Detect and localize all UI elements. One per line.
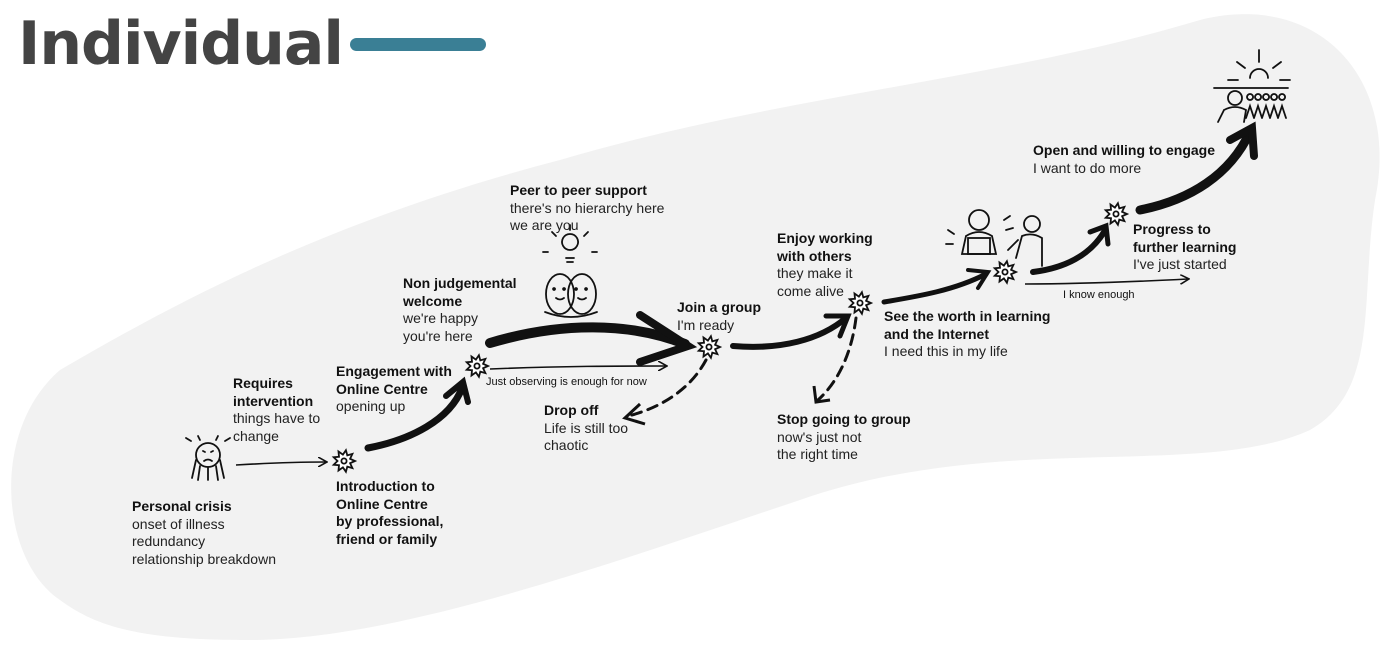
stage-line: now's just not: [777, 428, 862, 445]
stage-line: chaotic: [544, 437, 589, 453]
stage-line: come alive: [777, 282, 844, 299]
stage-enjoy-working: Enjoy working with others they make it c…: [777, 230, 873, 300]
stage-line: onset of illness: [132, 515, 225, 532]
spark-gear-icon: [847, 290, 874, 316]
stage-personal-crisis: Personal crisis onset of illness redunda…: [132, 498, 276, 568]
stage-heading: by professional,: [336, 513, 444, 529]
stage-heading: Join a group: [677, 299, 761, 315]
title-accent-bar: [350, 38, 486, 51]
stage-line: I need this in my life: [884, 343, 1008, 359]
stage-heading: Requires: [233, 375, 293, 391]
stage-heading: and the Internet: [884, 325, 990, 342]
stage-line: I'm ready: [677, 316, 735, 333]
stage-heading: Engagement with: [336, 363, 452, 379]
arrow-enjoy-to-worth: [881, 271, 989, 305]
stage-welcome: Non judgemental welcome we're happy you'…: [403, 275, 517, 345]
stage-introduction: Introduction to Online Centre by profess…: [336, 478, 443, 548]
stage-requires-intervention: Requires intervention things have to cha…: [233, 375, 320, 445]
stage-engagement: Engagement with Online Centre opening up: [336, 363, 452, 416]
stage-line: you're here: [403, 327, 473, 344]
arrow-crisis-to-intro: [235, 462, 326, 465]
spark-gear-icon: [1103, 201, 1130, 227]
stage-heading: intervention: [233, 392, 314, 409]
stage-heading: Personal crisis: [132, 498, 232, 514]
stage-progress: Progress to further learning I've just s…: [1133, 221, 1236, 274]
stage-line: I want to do more: [1033, 159, 1142, 176]
spark-gear-icon: [992, 259, 1019, 285]
stage-line: the right time: [777, 446, 858, 462]
arrow-worth-to-progress: [1030, 229, 1107, 275]
stage-drop-off: Drop off Life is still too chaotic: [544, 402, 628, 455]
stage-line: we're happy: [403, 310, 479, 326]
stage-heading: Non judgemental: [403, 275, 517, 291]
stage-line: change: [233, 427, 279, 444]
learning-people-icon: [945, 209, 1043, 267]
stage-heading: further learning: [1133, 238, 1237, 255]
stage-heading: Stop going to group: [777, 411, 911, 427]
note-just-observing: Just observing is enough for now: [486, 376, 647, 388]
arrow-stop-going: [816, 316, 858, 402]
stage-line: there's no hierarchy here: [510, 199, 665, 216]
stage-heading: See the worth in learning: [884, 308, 1051, 324]
sunrise-crowd-icon: [1213, 49, 1291, 123]
stage-line: relationship breakdown: [132, 550, 276, 567]
stage-heading: Drop off: [544, 402, 599, 418]
arrow-know-enough: [1024, 279, 1188, 285]
arrow-intro-to-engagement: [364, 384, 466, 452]
stage-peer-support: Peer to peer support there's no hierarch…: [510, 182, 664, 235]
stage-line: things have to: [233, 410, 321, 426]
stage-heading: Introduction to: [336, 478, 435, 494]
peer-support-icon: [542, 224, 598, 318]
arrow-to-join: [485, 322, 690, 349]
arrow-observing: [489, 366, 666, 369]
spark-gear-icon: [696, 334, 723, 360]
arrow-join-to-enjoy: [730, 315, 849, 350]
stage-line: Life is still too: [544, 419, 629, 436]
person-crisis-icon: [185, 435, 231, 481]
arrow-to-open: [1135, 127, 1255, 215]
stage-line: they make it: [777, 265, 853, 281]
stage-heading: Open and willing to engage: [1033, 142, 1216, 158]
stage-stop-going: Stop going to group now's just not the r…: [777, 411, 911, 464]
spark-gear-icon: [464, 353, 491, 379]
stage-line: I've just started: [1133, 256, 1227, 272]
note-i-know-enough: I know enough: [1063, 289, 1135, 301]
stage-heading: Progress to: [1133, 221, 1211, 237]
stage-heading: Enjoy working: [777, 230, 873, 246]
stage-line: opening up: [336, 398, 406, 414]
stage-line: we are you: [510, 217, 579, 233]
stage-heading: welcome: [403, 292, 463, 309]
stage-heading: Peer to peer support: [510, 182, 647, 198]
page-title: Individual: [18, 9, 344, 79]
stage-heading: Online Centre: [336, 380, 428, 397]
background-blob: [11, 14, 1380, 641]
stage-heading: Online Centre: [336, 495, 428, 512]
arrow-drop-off: [626, 358, 708, 418]
stage-line: redundancy: [132, 533, 206, 549]
stage-join-group: Join a group I'm ready: [677, 299, 761, 334]
stage-see-worth: See the worth in learning and the Intern…: [884, 308, 1050, 361]
stage-heading: with others: [777, 247, 852, 264]
spark-gear-icon: [331, 448, 358, 474]
stage-heading: friend or family: [336, 530, 438, 547]
stage-open-willing: Open and willing to engage I want to do …: [1033, 142, 1215, 177]
